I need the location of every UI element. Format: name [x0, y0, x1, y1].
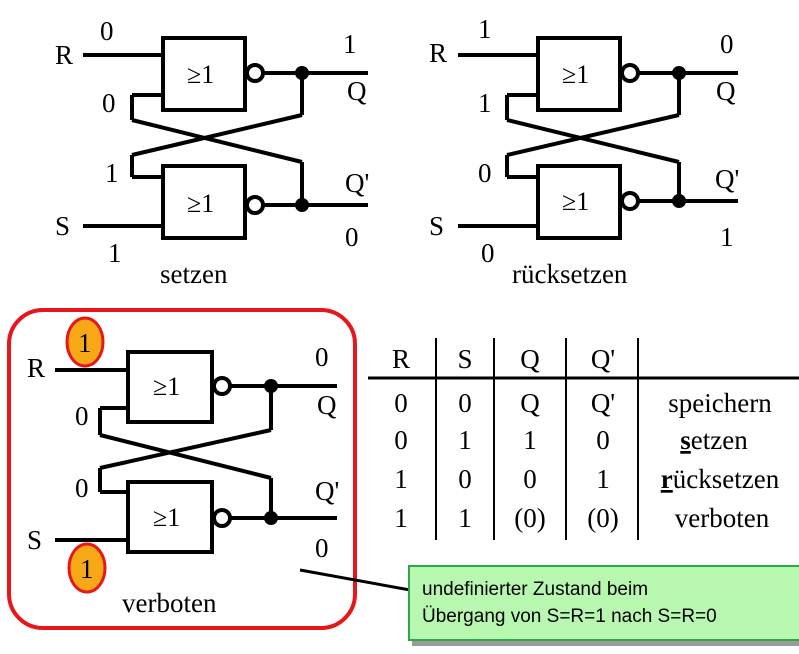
output-q-value: 1 [343, 29, 357, 59]
output-q-value: 0 [315, 342, 329, 372]
table-mode: setzen [680, 425, 748, 455]
forbidden-frame [7, 308, 357, 630]
note-line-2: Übergang von S=R=1 nach S=R=0 [422, 606, 717, 627]
input-r-value: 0 [100, 16, 114, 46]
mode-initial: s [680, 425, 691, 455]
caption-setzen: setzen [160, 259, 228, 289]
table-cell: 0 [394, 388, 408, 418]
table-cell: Q [520, 388, 540, 418]
input-r-label: R [55, 40, 73, 70]
table-mode: speichern [668, 388, 772, 418]
output-q-label: Q [347, 76, 367, 106]
table-cell: 0 [394, 425, 408, 455]
output-qn-value: 0 [345, 222, 359, 252]
feedback-bottom-value: 1 [105, 158, 119, 188]
output-qn-value: 1 [720, 222, 734, 252]
caption-ruecksetzen: rücksetzen [512, 259, 628, 289]
output-q-label: Q [716, 76, 736, 106]
input-s-label: S [27, 525, 42, 555]
output-q-value: 0 [720, 29, 734, 59]
circuit-setzen: ≥1 ≥1 R 0 1 Q 0 1 Q' S 1 0 setzen [55, 16, 369, 289]
mode-rest: ücksetzen [673, 464, 780, 494]
table-cell: 0 [596, 425, 610, 455]
table-cell: 0 [523, 464, 537, 494]
gate-label: ≥1 [562, 60, 589, 89]
table-cell: 0 [458, 388, 472, 418]
table-cell: 1 [458, 503, 472, 533]
mode-rest: etzen [691, 425, 748, 455]
input-s-label: S [429, 211, 444, 241]
table-cell: (0) [514, 503, 545, 533]
table-header-qn: Q' [591, 344, 615, 374]
mode-initial: r [661, 464, 673, 494]
input-r-value: 1 [478, 14, 492, 44]
mode-rest: verboten [675, 503, 770, 533]
input-r-value: 1 [78, 328, 92, 358]
table-header-s: S [457, 344, 472, 374]
table-cell: 0 [458, 464, 472, 494]
circuit-ruecksetzen: ≥1 ≥1 R 1 0 Q 1 0 Q' S 0 1 rücksetzen [429, 14, 739, 289]
input-s-value: 0 [481, 238, 495, 268]
table-cell: 1 [523, 425, 537, 455]
feedback-top-value: 1 [478, 88, 492, 118]
gate-label: ≥1 [187, 189, 214, 218]
feedback-bottom-value: 0 [75, 473, 89, 503]
table-header-r: R [392, 344, 410, 374]
gate-label: ≥1 [153, 372, 180, 401]
gate-label: ≥1 [562, 187, 589, 216]
circuit-verboten: ≥1 ≥1 R 1 0 Q 0 0 Q' S 1 0 verboten [27, 316, 339, 618]
table-cell: 1 [394, 503, 408, 533]
output-qn-label: Q' [345, 168, 369, 198]
output-q-label: Q [317, 390, 337, 420]
feedback-top-value: 0 [102, 88, 116, 118]
r-input-badge [65, 316, 105, 368]
table-mode: rücksetzen [661, 464, 780, 494]
table-mode: verboten [675, 503, 770, 533]
s-input-badge [67, 542, 107, 594]
output-qn-label: Q' [315, 476, 339, 506]
note-line-1: undefinierter Zustand beim [422, 579, 649, 600]
note-box: undefinierter Zustand beim Übergang von … [408, 565, 799, 641]
gate-label: ≥1 [187, 60, 214, 89]
table-cell: 1 [394, 464, 408, 494]
truth-table: R S Q Q' 0 0 Q Q' speichern 0 1 1 0 setz… [368, 338, 799, 540]
table-cell: 1 [596, 464, 610, 494]
output-qn-value: 0 [315, 533, 329, 563]
input-r-label: R [27, 353, 45, 383]
input-s-value: 1 [80, 554, 94, 584]
output-qn-label: Q' [715, 164, 739, 194]
gate-label: ≥1 [153, 503, 180, 532]
feedback-top-value: 0 [75, 401, 89, 431]
input-s-label: S [55, 211, 70, 241]
table-cell: (0) [587, 503, 618, 533]
note-pointer [299, 568, 411, 592]
mode-rest: speichern [668, 388, 772, 418]
table-cell: 1 [458, 425, 472, 455]
table-cell: Q' [591, 388, 615, 418]
feedback-bottom-value: 0 [478, 158, 492, 188]
table-header-q: Q [520, 344, 540, 374]
input-s-value: 1 [108, 238, 122, 268]
input-r-label: R [429, 38, 447, 68]
caption-verboten: verboten [122, 588, 217, 618]
